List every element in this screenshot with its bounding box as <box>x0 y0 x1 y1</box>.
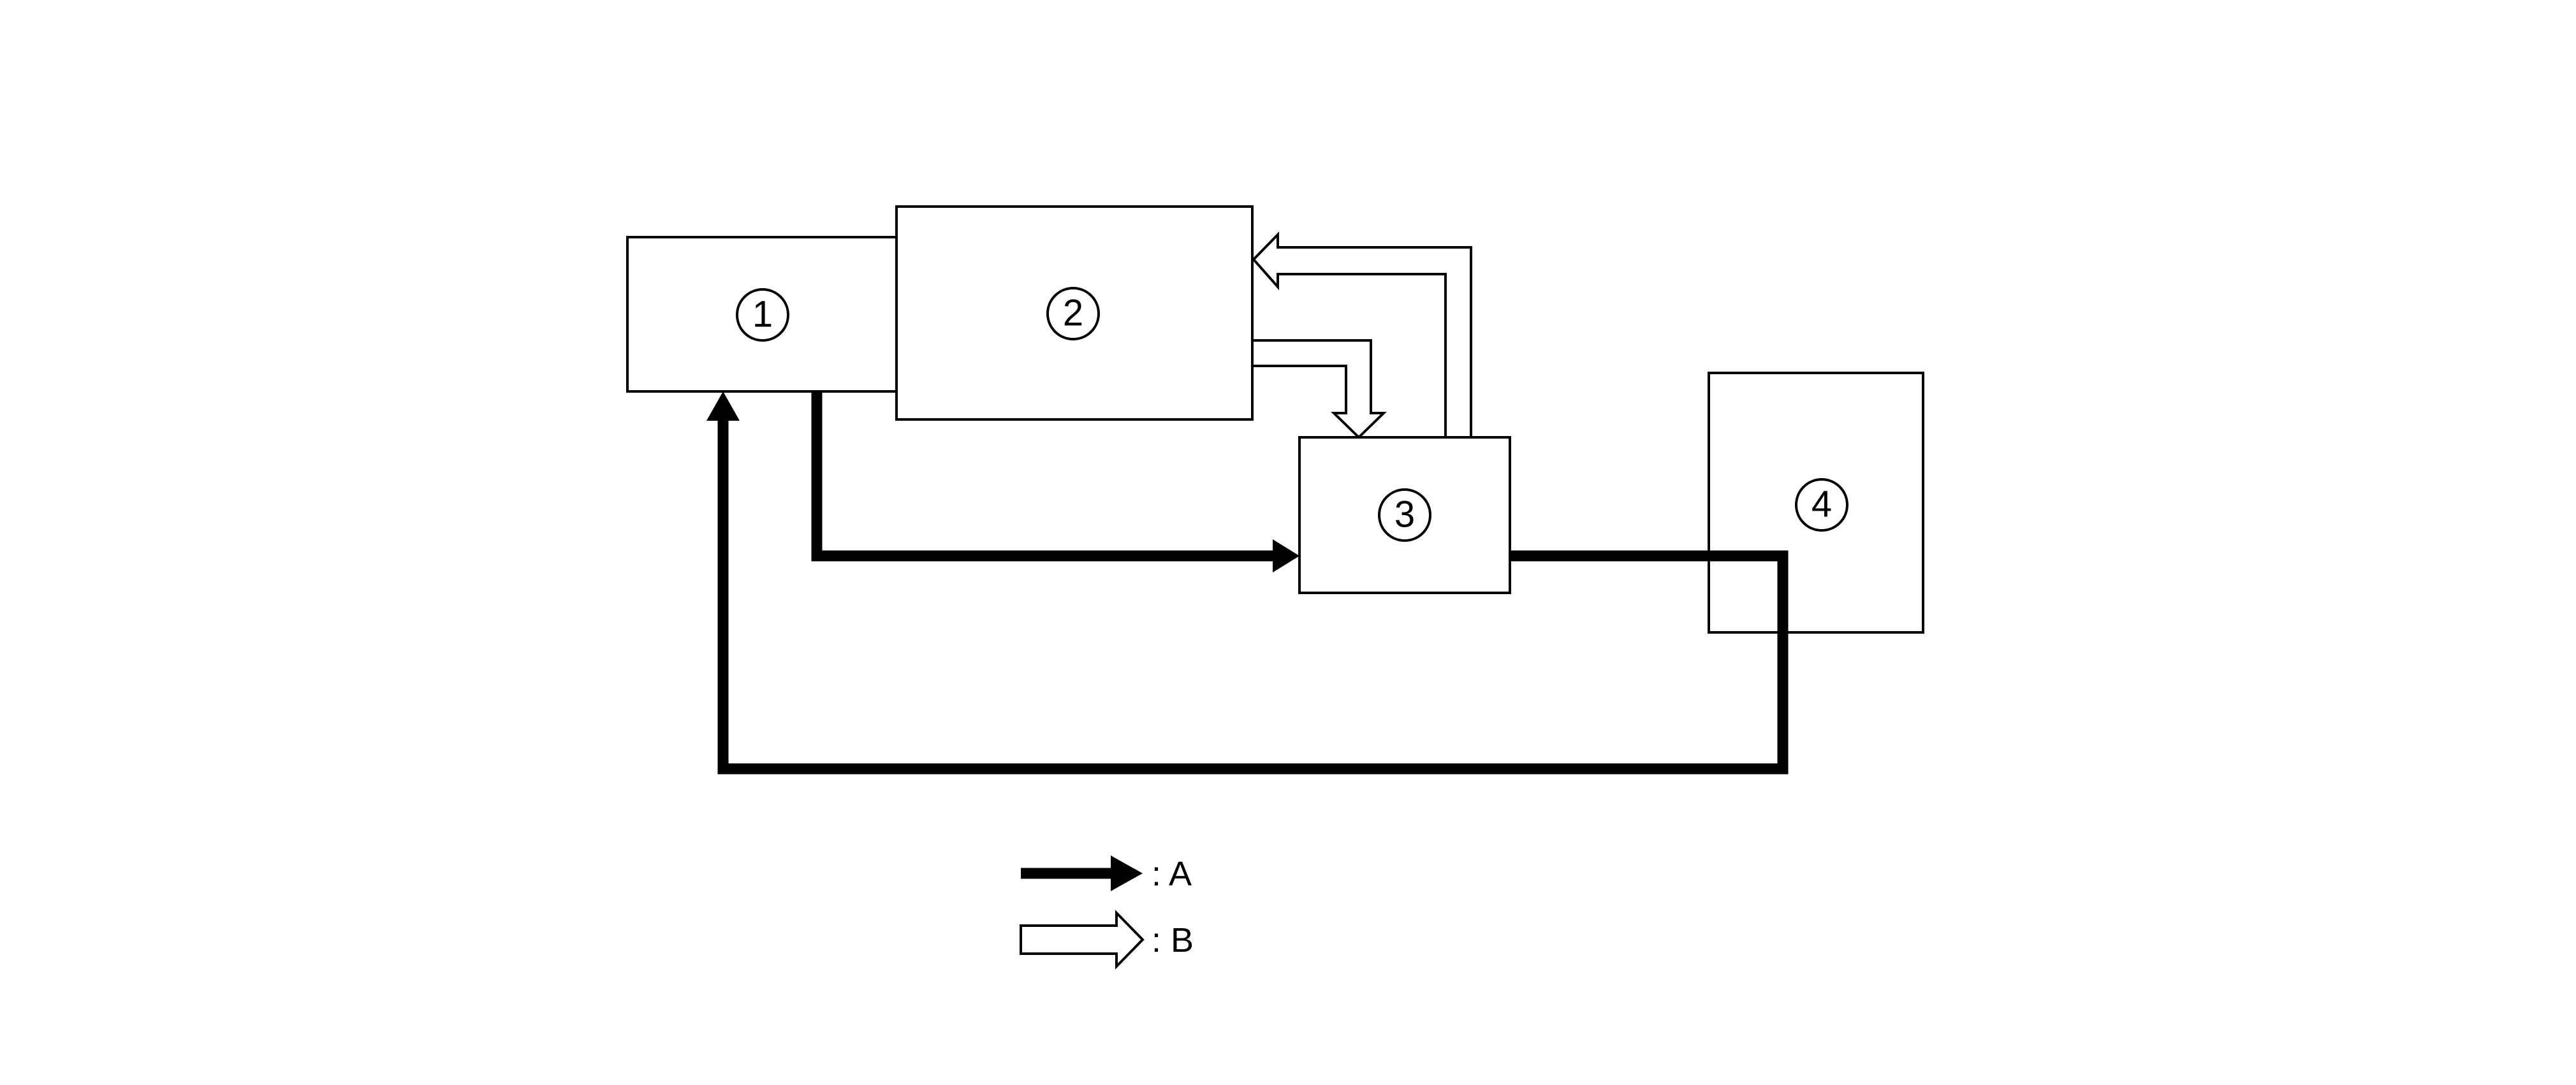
node-1: 1 <box>626 236 898 393</box>
legend-a-head <box>1111 856 1143 891</box>
thick-arrow-3-to-1-head <box>706 391 740 421</box>
node-4-label: 4 <box>1811 483 1832 525</box>
node-4: 4 <box>1708 372 1924 634</box>
thick-arrow-3-to-1-line <box>717 416 1789 775</box>
hollow-arrow-2-to-3 <box>1251 339 1387 439</box>
legend-item-a: : A <box>1021 855 1192 893</box>
node-1-label: 1 <box>752 293 773 335</box>
node-3: 3 <box>1298 436 1511 594</box>
thick-arrow-1-to-3-line <box>811 391 1277 562</box>
legend-b-arrow <box>1020 910 1145 970</box>
node-2: 2 <box>895 205 1254 421</box>
thick-arrow-1-to-3-head <box>1273 539 1299 572</box>
node-1-badge <box>736 288 789 342</box>
legend-item-b: : B <box>1020 910 1194 970</box>
legend: : A : B <box>1020 855 1194 970</box>
legend-a-label: : A <box>1152 855 1192 893</box>
node-4-badge <box>1795 478 1848 532</box>
thick-arrow-3-to-1 <box>706 391 1789 775</box>
node-2-label: 2 <box>1063 292 1083 333</box>
thick-arrow-1-to-3 <box>811 391 1299 572</box>
hollow-arrow-3-to-2 <box>1252 231 1472 439</box>
legend-b-label: : B <box>1152 921 1194 959</box>
node-3-label: 3 <box>1394 493 1415 535</box>
node-2-badge <box>1046 287 1100 340</box>
node-3-badge <box>1378 488 1431 542</box>
